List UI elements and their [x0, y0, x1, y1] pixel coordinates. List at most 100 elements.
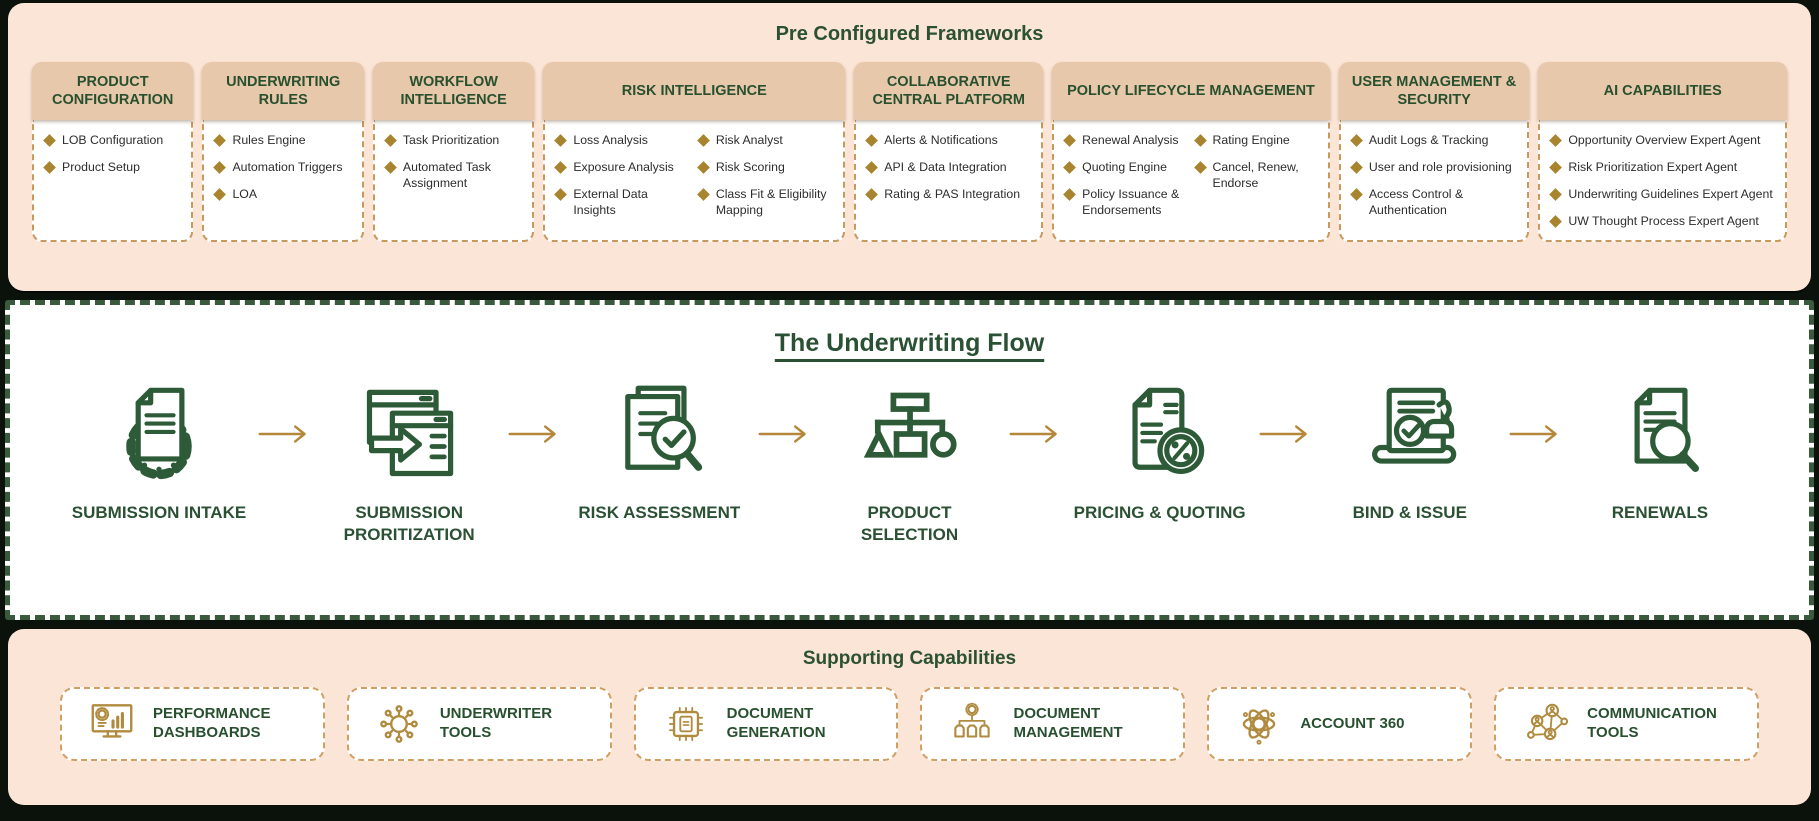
supporting-title: Supporting Capabilities [802, 648, 1017, 669]
pills-row: PERFORMANCE DASHBOARDS UNDERWRITER TOOLS [8, 670, 1811, 761]
framework-item: Rating Engine [1193, 133, 1320, 149]
framework-item: Exposure Analysis [554, 159, 692, 176]
stamp-approval-icon [1358, 382, 1462, 486]
framework-item: Risk Prioritization Expert Agent [1549, 160, 1777, 176]
framework-item: Class Fit & Eligibility Mapping [696, 186, 835, 219]
framework-item-label: Product Setup [62, 159, 140, 174]
diamond-bullet-icon [696, 134, 710, 147]
framework-item-label: LOA [232, 186, 258, 201]
pill-communication-tools: COMMUNICATION TOOLS [1494, 687, 1759, 761]
framework-item-label: Quoting Engine [1082, 159, 1167, 174]
right-arrow-icon [756, 422, 812, 446]
diamond-bullet-icon [384, 161, 397, 174]
diamond-bullet-icon [213, 188, 227, 201]
diamond-bullet-icon [865, 188, 879, 201]
flow-step-submission-intake: SUBMISSION INTAKE [68, 382, 250, 524]
framework-item: Policy Issuance & Endorsements [1063, 187, 1189, 219]
dashboard-monitor-icon [91, 704, 133, 738]
pill-document-generation: DOCUMENT GENERATION [633, 687, 899, 761]
frameworks-title: Pre Configured Frameworks [775, 23, 1044, 45]
framework-item-label: Task Prioritization [402, 133, 500, 147]
people-network-icon [1527, 703, 1569, 741]
framework-card: POLICY LIFECYCLE MANAGEMENT Renewal Analy… [1052, 62, 1330, 242]
diamond-bullet-icon [696, 161, 710, 174]
framework-item-label: API & Data Integration [884, 159, 1007, 174]
pill-label: DOCUMENT GENERATION [726, 705, 826, 741]
right-arrow-icon [506, 422, 562, 446]
flow-step-label: PRODUCT SELECTION [860, 503, 959, 545]
pill-label: COMMUNICATION TOOLS [1587, 705, 1717, 741]
flow-step-label: BIND & ISSUE [1352, 503, 1467, 522]
diamond-bullet-icon [1063, 161, 1077, 174]
gear-folders-icon [954, 702, 991, 738]
document-search-icon [1608, 382, 1712, 486]
hierarchy-shapes-icon [857, 382, 961, 486]
pill-label: DOCUMENT MANAGEMENT [1013, 705, 1123, 741]
framework-item: UW Thought Process Expert Agent [1549, 213, 1777, 230]
supporting-capabilities-panel: Supporting Capabilities PERFORMANCE DASH… [8, 629, 1811, 805]
diamond-bullet-icon [1349, 134, 1363, 147]
right-arrow-icon [256, 422, 312, 446]
framework-item-label: Audit Logs & Tracking [1368, 133, 1489, 147]
flow-step-product-selection: PRODUCT SELECTION [818, 382, 1000, 546]
framework-item: Renewal Analysis [1063, 133, 1189, 149]
framework-card-title: POLICY LIFECYCLE MANAGEMENT [1052, 62, 1330, 120]
diamond-bullet-icon [1549, 161, 1563, 174]
framework-card: AI CAPABILITIES Opportunity Overview Expe… [1538, 62, 1787, 242]
diamond-bullet-icon [384, 134, 397, 147]
framework-item: Rating & PAS Integration [865, 186, 1033, 203]
framework-item-label: External Data Insights [573, 186, 648, 217]
pill-document-management: DOCUMENT MANAGEMENT [920, 687, 1186, 761]
framework-item-label: User and role provisioning [1368, 159, 1512, 174]
diamond-bullet-icon [1549, 134, 1563, 147]
framework-item-label: Rating & PAS Integration [884, 186, 1021, 201]
framework-item: Task Prioritization [384, 133, 524, 149]
flow-step-bind-issue: BIND & ISSUE [1319, 382, 1501, 524]
flow-step-renewals: RENEWALS [1569, 382, 1751, 524]
framework-card-title: USER MANAGEMENT & SECURITY [1338, 62, 1530, 120]
framework-item-label: Class Fit & Eligibility Mapping [715, 186, 827, 217]
diamond-bullet-icon [43, 134, 56, 147]
framework-item: LOB Configuration [43, 133, 183, 149]
framework-item-label: Alerts & Notifications [884, 133, 998, 147]
framework-item: Opportunity Overview Expert Agent [1549, 133, 1777, 149]
diamond-bullet-icon [213, 161, 227, 174]
framework-item: API & Data Integration [865, 159, 1033, 176]
diamond-bullet-icon [554, 188, 568, 201]
framework-item: Loss Analysis [554, 133, 692, 149]
diamond-bullet-icon [865, 134, 879, 147]
framework-card-title: WORKFLOW INTELLIGENCE [372, 62, 535, 120]
gear-knobs-icon [379, 705, 418, 743]
diamond-bullet-icon [1549, 215, 1563, 228]
diamond-bullet-icon [1193, 134, 1207, 147]
framework-item-label: Renewal Analysis [1082, 133, 1179, 147]
framework-card-title: AI CAPABILITIES [1538, 62, 1787, 120]
flow-step-label: SUBMISSION INTAKE [71, 503, 247, 522]
right-arrow-icon [1007, 422, 1063, 446]
document-gear-icon [107, 382, 211, 486]
framework-item-label: UW Thought Process Expert Agent [1568, 213, 1759, 228]
document-magnifier-check-icon [607, 382, 711, 486]
framework-item-label: Cancel, Renew, Endorse [1212, 159, 1299, 190]
pill-underwriter-tools: UNDERWRITER TOOLS [346, 687, 612, 761]
pill-label: UNDERWRITER TOOLS [439, 705, 553, 741]
right-arrow-icon [1507, 422, 1563, 446]
framework-item-label: Exposure Analysis [573, 159, 674, 174]
diamond-bullet-icon [1349, 161, 1363, 174]
framework-item-label: Underwriting Guidelines Expert Agent [1568, 186, 1773, 201]
framework-item-label: Risk Analyst [715, 133, 783, 147]
diamond-bullet-icon [865, 161, 879, 174]
framework-item: Quoting Engine [1063, 159, 1189, 176]
chip-document-icon [668, 706, 703, 742]
diamond-bullet-icon [554, 161, 568, 174]
framework-item-label: Rules Engine [232, 133, 306, 147]
pre-configured-frameworks-panel: Pre Configured Frameworks PRODUCT CONFIG… [8, 3, 1811, 291]
framework-item: LOA [213, 186, 353, 203]
framework-item-label: Rating Engine [1212, 133, 1290, 147]
framework-item: Risk Scoring [696, 160, 835, 176]
framework-item: Risk Analyst [696, 133, 835, 149]
pill-account-360: ACCOUNT 360 [1207, 687, 1473, 761]
